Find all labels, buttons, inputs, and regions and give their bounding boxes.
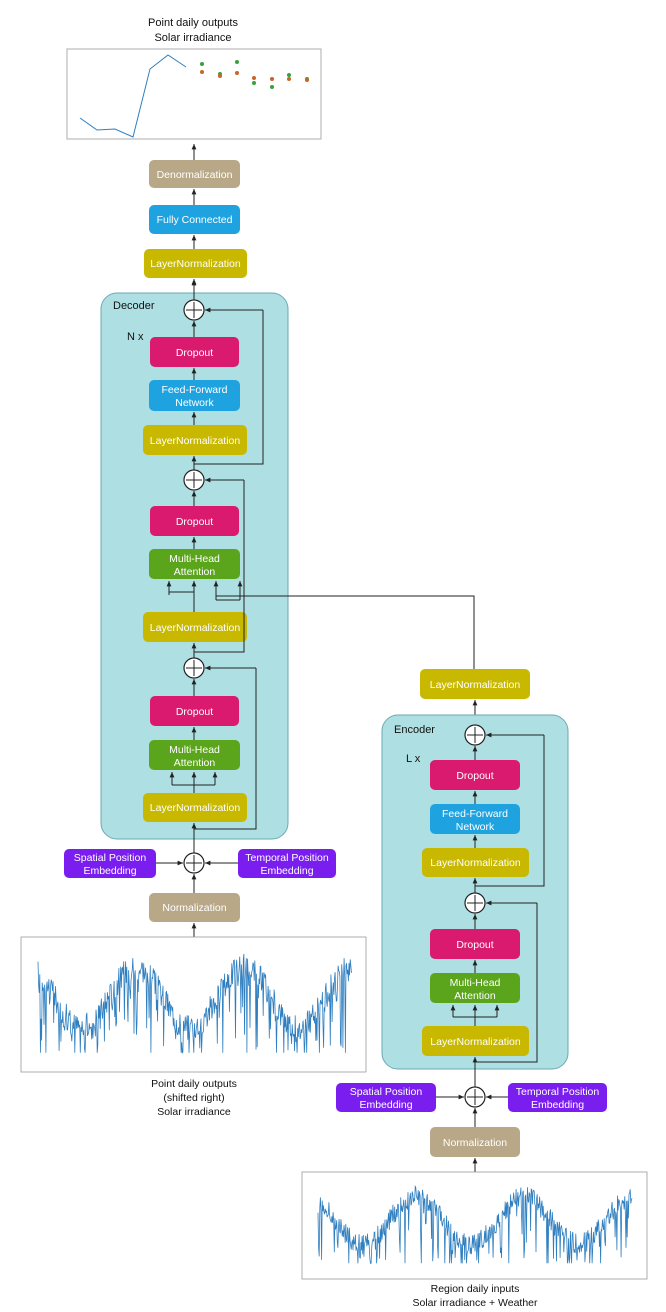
encoder-self-layernorm-block: LayerNormalization <box>422 1026 529 1056</box>
forecast-point <box>252 76 256 80</box>
decoder-spatial-line1: Spatial Position <box>74 852 147 864</box>
decoder-self-mha-line1: Multi-Head <box>169 744 220 756</box>
decoder-self-layernorm-label: LayerNormalization <box>150 802 241 814</box>
denormalization-label: Denormalization <box>157 169 233 181</box>
decoder-spatial-embedding-block: Spatial Position Embedding <box>64 849 156 878</box>
encoder-temporal-line1: Temporal Position <box>516 1086 600 1098</box>
decoder-self-layernorm-block: LayerNormalization <box>143 793 247 822</box>
encoder-repeat: L x <box>406 753 421 765</box>
decoder-cross-layernorm-block: LayerNormalization <box>143 612 247 642</box>
decoder-dropout-top-label: Dropout <box>176 347 213 359</box>
decoder-self-mha-line2: Attention <box>174 757 216 769</box>
encoder-ffn-block: Feed-Forward Network <box>430 804 520 834</box>
encoder-ffn-layernorm-block: LayerNormalization <box>422 848 529 877</box>
encoder-self-mha-line2: Attention <box>454 990 496 1002</box>
encoder-self-attention-block: Multi-Head Attention <box>430 973 520 1003</box>
decoder-dropout-self-block: Dropout <box>150 696 239 726</box>
encoder-input-series-line <box>317 1185 633 1264</box>
encoder-spatial-line2: Embedding <box>359 1099 412 1111</box>
encoder-ffn-layernorm-label: LayerNormalization <box>430 857 521 869</box>
decoder-cross-mha-line2: Attention <box>174 566 216 578</box>
decoder-dropout-cross-label: Dropout <box>176 516 213 528</box>
forecast-point <box>305 78 309 82</box>
decoder-temporal-embedding-block: Temporal Position Embedding <box>238 849 336 878</box>
forecast-point <box>287 73 291 77</box>
encoder-dropout-self-block: Dropout <box>430 929 520 959</box>
decoder-cross-attention-block: Multi-Head Attention <box>149 549 240 579</box>
encoder-self-mha-line1: Multi-Head <box>450 977 501 989</box>
decoder-input-caption-line3: Solar irradiance <box>157 1106 231 1118</box>
forecast-point <box>218 74 222 78</box>
forecast-point <box>270 77 274 81</box>
decoder-ffn-label-line2: Network <box>175 397 214 409</box>
decoder-ffn-layernorm-label: LayerNormalization <box>150 435 241 447</box>
output-history-line <box>79 54 187 138</box>
decoder-normalization-label: Normalization <box>162 902 226 914</box>
denormalization-block: Denormalization <box>149 160 240 188</box>
encoder-input-series-plot <box>301 1171 648 1280</box>
decoder-final-layernorm-block: LayerNormalization <box>144 249 247 278</box>
decoder-dropout-self-label: Dropout <box>176 706 213 718</box>
encoder-ffn-line1: Feed-Forward <box>442 808 508 820</box>
encoder-temporal-line2: Embedding <box>531 1099 584 1111</box>
forecast-point <box>252 81 256 85</box>
encoder-dropout-top-label: Dropout <box>456 770 493 782</box>
decoder-temporal-line2: Embedding <box>260 865 313 877</box>
output-forecast-points <box>200 60 309 89</box>
encoder-final-layernorm-label: LayerNormalization <box>430 679 521 691</box>
encoder-normalization-block: Normalization <box>430 1127 520 1157</box>
encoder-title: Encoder <box>394 724 435 736</box>
forecast-point <box>200 70 204 74</box>
encoder-input-caption-line2: Solar irradiance + Weather <box>413 1297 538 1309</box>
decoder-temporal-line1: Temporal Position <box>245 852 329 864</box>
forecast-point <box>235 71 239 75</box>
decoder-ffn-block: Feed-Forward Network <box>149 380 240 411</box>
encoder-spatial-line1: Spatial Position <box>350 1086 423 1098</box>
encoder-ffn-line2: Network <box>456 821 495 833</box>
decoder-cross-layernorm-label: LayerNormalization <box>150 622 241 634</box>
output-caption-line1: Point daily outputs <box>148 17 238 29</box>
decoder-cross-mha-line1: Multi-Head <box>169 553 220 565</box>
fully-connected-label: Fully Connected <box>157 214 233 226</box>
decoder-ffn-layernorm-block: LayerNormalization <box>143 425 247 455</box>
encoder-dropout-self-label: Dropout <box>456 939 493 951</box>
encoder-spatial-embedding-block: Spatial Position Embedding <box>336 1083 436 1112</box>
decoder-dropout-cross-block: Dropout <box>150 506 239 536</box>
forecast-point <box>235 60 239 64</box>
encoder-input-caption-line1: Region daily inputs <box>431 1283 520 1295</box>
forecast-point <box>287 77 291 81</box>
forecast-point <box>200 62 204 66</box>
encoder-normalization-label: Normalization <box>443 1137 507 1149</box>
decoder-input-series-line <box>37 953 353 1054</box>
decoder-final-layernorm-label: LayerNormalization <box>150 258 241 270</box>
decoder-ffn-label-line1: Feed-Forward <box>162 384 228 396</box>
decoder-input-caption-line2: (shifted right) <box>163 1092 224 1104</box>
decoder-self-attention-block: Multi-Head Attention <box>149 740 240 770</box>
encoder-dropout-top-block: Dropout <box>430 760 520 790</box>
decoder-repeat: N x <box>127 331 144 343</box>
encoder-final-layernorm-block: LayerNormalization <box>420 669 530 699</box>
output-caption-line2: Solar irradiance <box>154 32 231 44</box>
decoder-input-caption-line1: Point daily outputs <box>151 1078 237 1090</box>
decoder-dropout-top-block: Dropout <box>150 337 239 367</box>
encoder-temporal-embedding-block: Temporal Position Embedding <box>508 1083 607 1112</box>
decoder-title: Decoder <box>113 300 155 312</box>
forecast-point <box>270 85 274 89</box>
fully-connected-block: Fully Connected <box>149 205 240 234</box>
decoder-spatial-line2: Embedding <box>83 865 136 877</box>
encoder-self-layernorm-label: LayerNormalization <box>430 1036 521 1048</box>
decoder-normalization-block: Normalization <box>149 893 240 922</box>
output-forecast-plot <box>66 48 322 140</box>
